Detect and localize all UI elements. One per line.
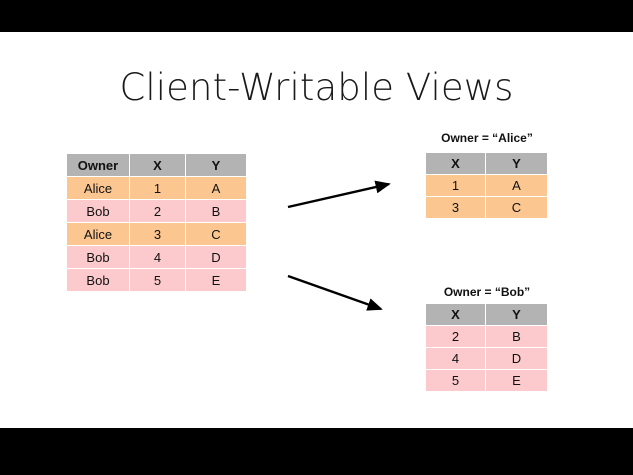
cell-x: 3 [130,223,185,245]
table-row: Alice 3 C [67,223,246,245]
cell-owner: Alice [67,177,129,199]
table-header-row: X Y [426,304,547,325]
cell-x: 4 [130,246,185,268]
view-table-bob: X Y 2 B 4 D 5 E [425,303,548,392]
cell-y: C [486,197,547,218]
cell-x: 4 [426,348,485,369]
cell-y: B [486,326,547,347]
table-row: 2 B [426,326,547,347]
column-header-owner: Owner [67,154,129,176]
table-row: Bob 4 D [67,246,246,268]
cell-x: 3 [426,197,485,218]
column-header-x: X [426,304,485,325]
cell-y: D [486,348,547,369]
table-row: 1 A [426,175,547,196]
cell-owner: Bob [67,269,129,291]
cell-x: 2 [426,326,485,347]
cell-y: A [486,175,547,196]
cell-owner: Bob [67,200,129,222]
column-header-y: Y [486,153,547,174]
table-row: 3 C [426,197,547,218]
cell-owner: Alice [67,223,129,245]
cell-y: D [186,246,246,268]
view-label-bob: Owner = “Bob” [443,285,531,299]
cell-x: 2 [130,200,185,222]
cell-y: E [486,370,547,391]
cell-y: A [186,177,246,199]
letterbox-top [0,0,633,32]
cell-x: 5 [426,370,485,391]
table-row: Bob 2 B [67,200,246,222]
table-row: Alice 1 A [67,177,246,199]
cell-y: E [186,269,246,291]
arrow-to-bob-view [287,274,383,311]
column-header-y: Y [486,304,547,325]
arrow-to-alice-view [287,180,391,209]
table-header-row: X Y [426,153,547,174]
view-label-alice: Owner = “Alice” [441,131,533,145]
table-row: 4 D [426,348,547,369]
cell-y: C [186,223,246,245]
table-header-row: Owner X Y [67,154,246,176]
cell-x: 1 [426,175,485,196]
cell-owner: Bob [67,246,129,268]
column-header-y: Y [186,154,246,176]
page-title: Client-Writable Views [119,66,514,109]
cell-x: 1 [130,177,185,199]
table-row: 5 E [426,370,547,391]
column-header-x: X [130,154,185,176]
letterbox-bottom [0,428,633,475]
column-header-x: X [426,153,485,174]
view-table-alice: X Y 1 A 3 C [425,152,548,219]
table-row: Bob 5 E [67,269,246,291]
base-table: Owner X Y Alice 1 A Bob 2 B Alice 3 C [66,153,247,292]
cell-y: B [186,200,246,222]
cell-x: 5 [130,269,185,291]
